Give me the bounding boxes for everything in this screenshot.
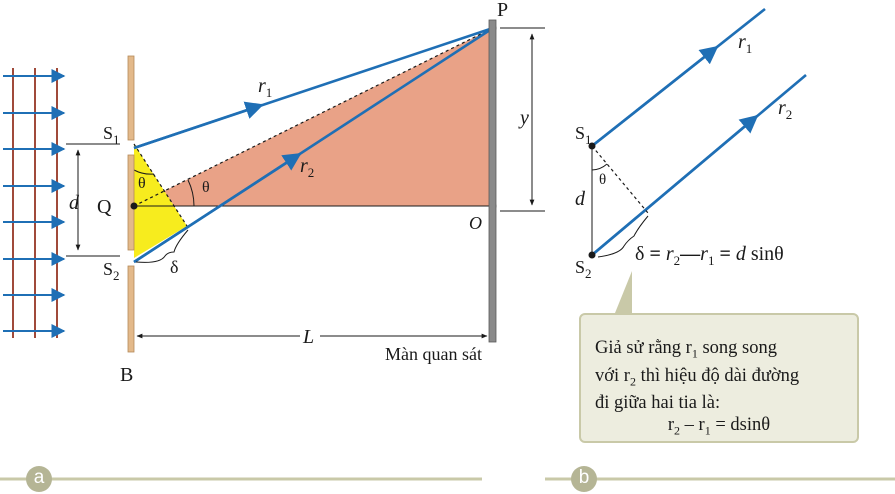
d-dimension — [66, 143, 120, 257]
label-o: O — [469, 213, 482, 233]
perpendicular-dashed-b — [591, 145, 649, 214]
center-to-p-dashed — [133, 27, 494, 207]
label-screen: Màn quan sát — [385, 344, 482, 364]
incoming-wavefronts — [12, 68, 58, 338]
label-p: P — [497, 0, 508, 21]
label-theta-center: θ — [202, 179, 210, 196]
path-difference-triangle — [134, 144, 187, 258]
callout-pointer — [615, 271, 632, 313]
point-q — [130, 202, 138, 210]
incoming-rays — [3, 69, 66, 338]
panel-a: P Q B S1 S2 r1 r2 d y O L θ θ δ Màn quan… — [3, 0, 545, 386]
label-y: y — [518, 107, 529, 129]
theta-arc-triangle — [133, 169, 155, 175]
observation-screen — [488, 19, 497, 343]
panel-b-tag: b — [571, 466, 597, 492]
label-b: B — [120, 364, 133, 386]
label-r2-b: r2 — [778, 97, 792, 122]
point-s2-b — [588, 251, 596, 259]
ray-r1-b-arrow — [591, 45, 719, 148]
label-r1: r1 — [258, 75, 272, 100]
panel-a-tag: a — [26, 466, 52, 492]
label-q: Q — [97, 196, 112, 218]
label-theta-triangle: θ — [138, 175, 146, 192]
barrier-middle — [127, 154, 135, 251]
label-r2: r2 — [300, 155, 314, 180]
callout-line-1: Giả sử rằng r1 song song — [595, 338, 778, 361]
barrier-top — [127, 55, 135, 141]
label-s2-b: S2 — [575, 257, 592, 281]
path-difference-equation: δ = r2—r1 = d sinθ — [635, 243, 784, 268]
delta-brace — [135, 229, 189, 263]
label-theta-b: θ — [599, 172, 606, 188]
label-l: L — [302, 326, 314, 348]
label-s1: S1 — [103, 123, 120, 147]
ray-r2-arrow — [133, 152, 302, 264]
theta-arc-b — [591, 163, 608, 171]
callout-line-2: với r2 thì hiệu độ dài đường — [595, 365, 800, 389]
ray-r2-b-arrow — [591, 114, 759, 256]
label-d: d — [69, 192, 80, 214]
barrier-bottom — [127, 265, 135, 353]
slit-barrier — [127, 55, 135, 353]
label-delta: δ — [170, 257, 178, 277]
explanation-callout: Giả sử rằng r1 song song với r2 thì hiệu… — [579, 313, 859, 443]
label-s1-b: S1 — [575, 123, 592, 147]
y-dimension — [500, 27, 545, 212]
callout-line-3: đi giữa hai tia là: — [595, 393, 721, 414]
label-r1-b: r1 — [738, 31, 752, 56]
theta-arc-center — [187, 179, 195, 207]
label-s2: S2 — [103, 259, 120, 283]
delta-brace-b — [597, 215, 649, 258]
perpendicular-dashed — [133, 143, 188, 227]
point-s1-b — [588, 142, 596, 150]
callout-equation: r2 – r1 = dsinθ — [667, 415, 771, 439]
ray-r1-arrow — [133, 101, 264, 150]
panel-b: S1 S2 r1 r2 d θ δ = r2—r1 = d sinθ — [575, 7, 807, 313]
label-d-b: d — [575, 188, 586, 210]
